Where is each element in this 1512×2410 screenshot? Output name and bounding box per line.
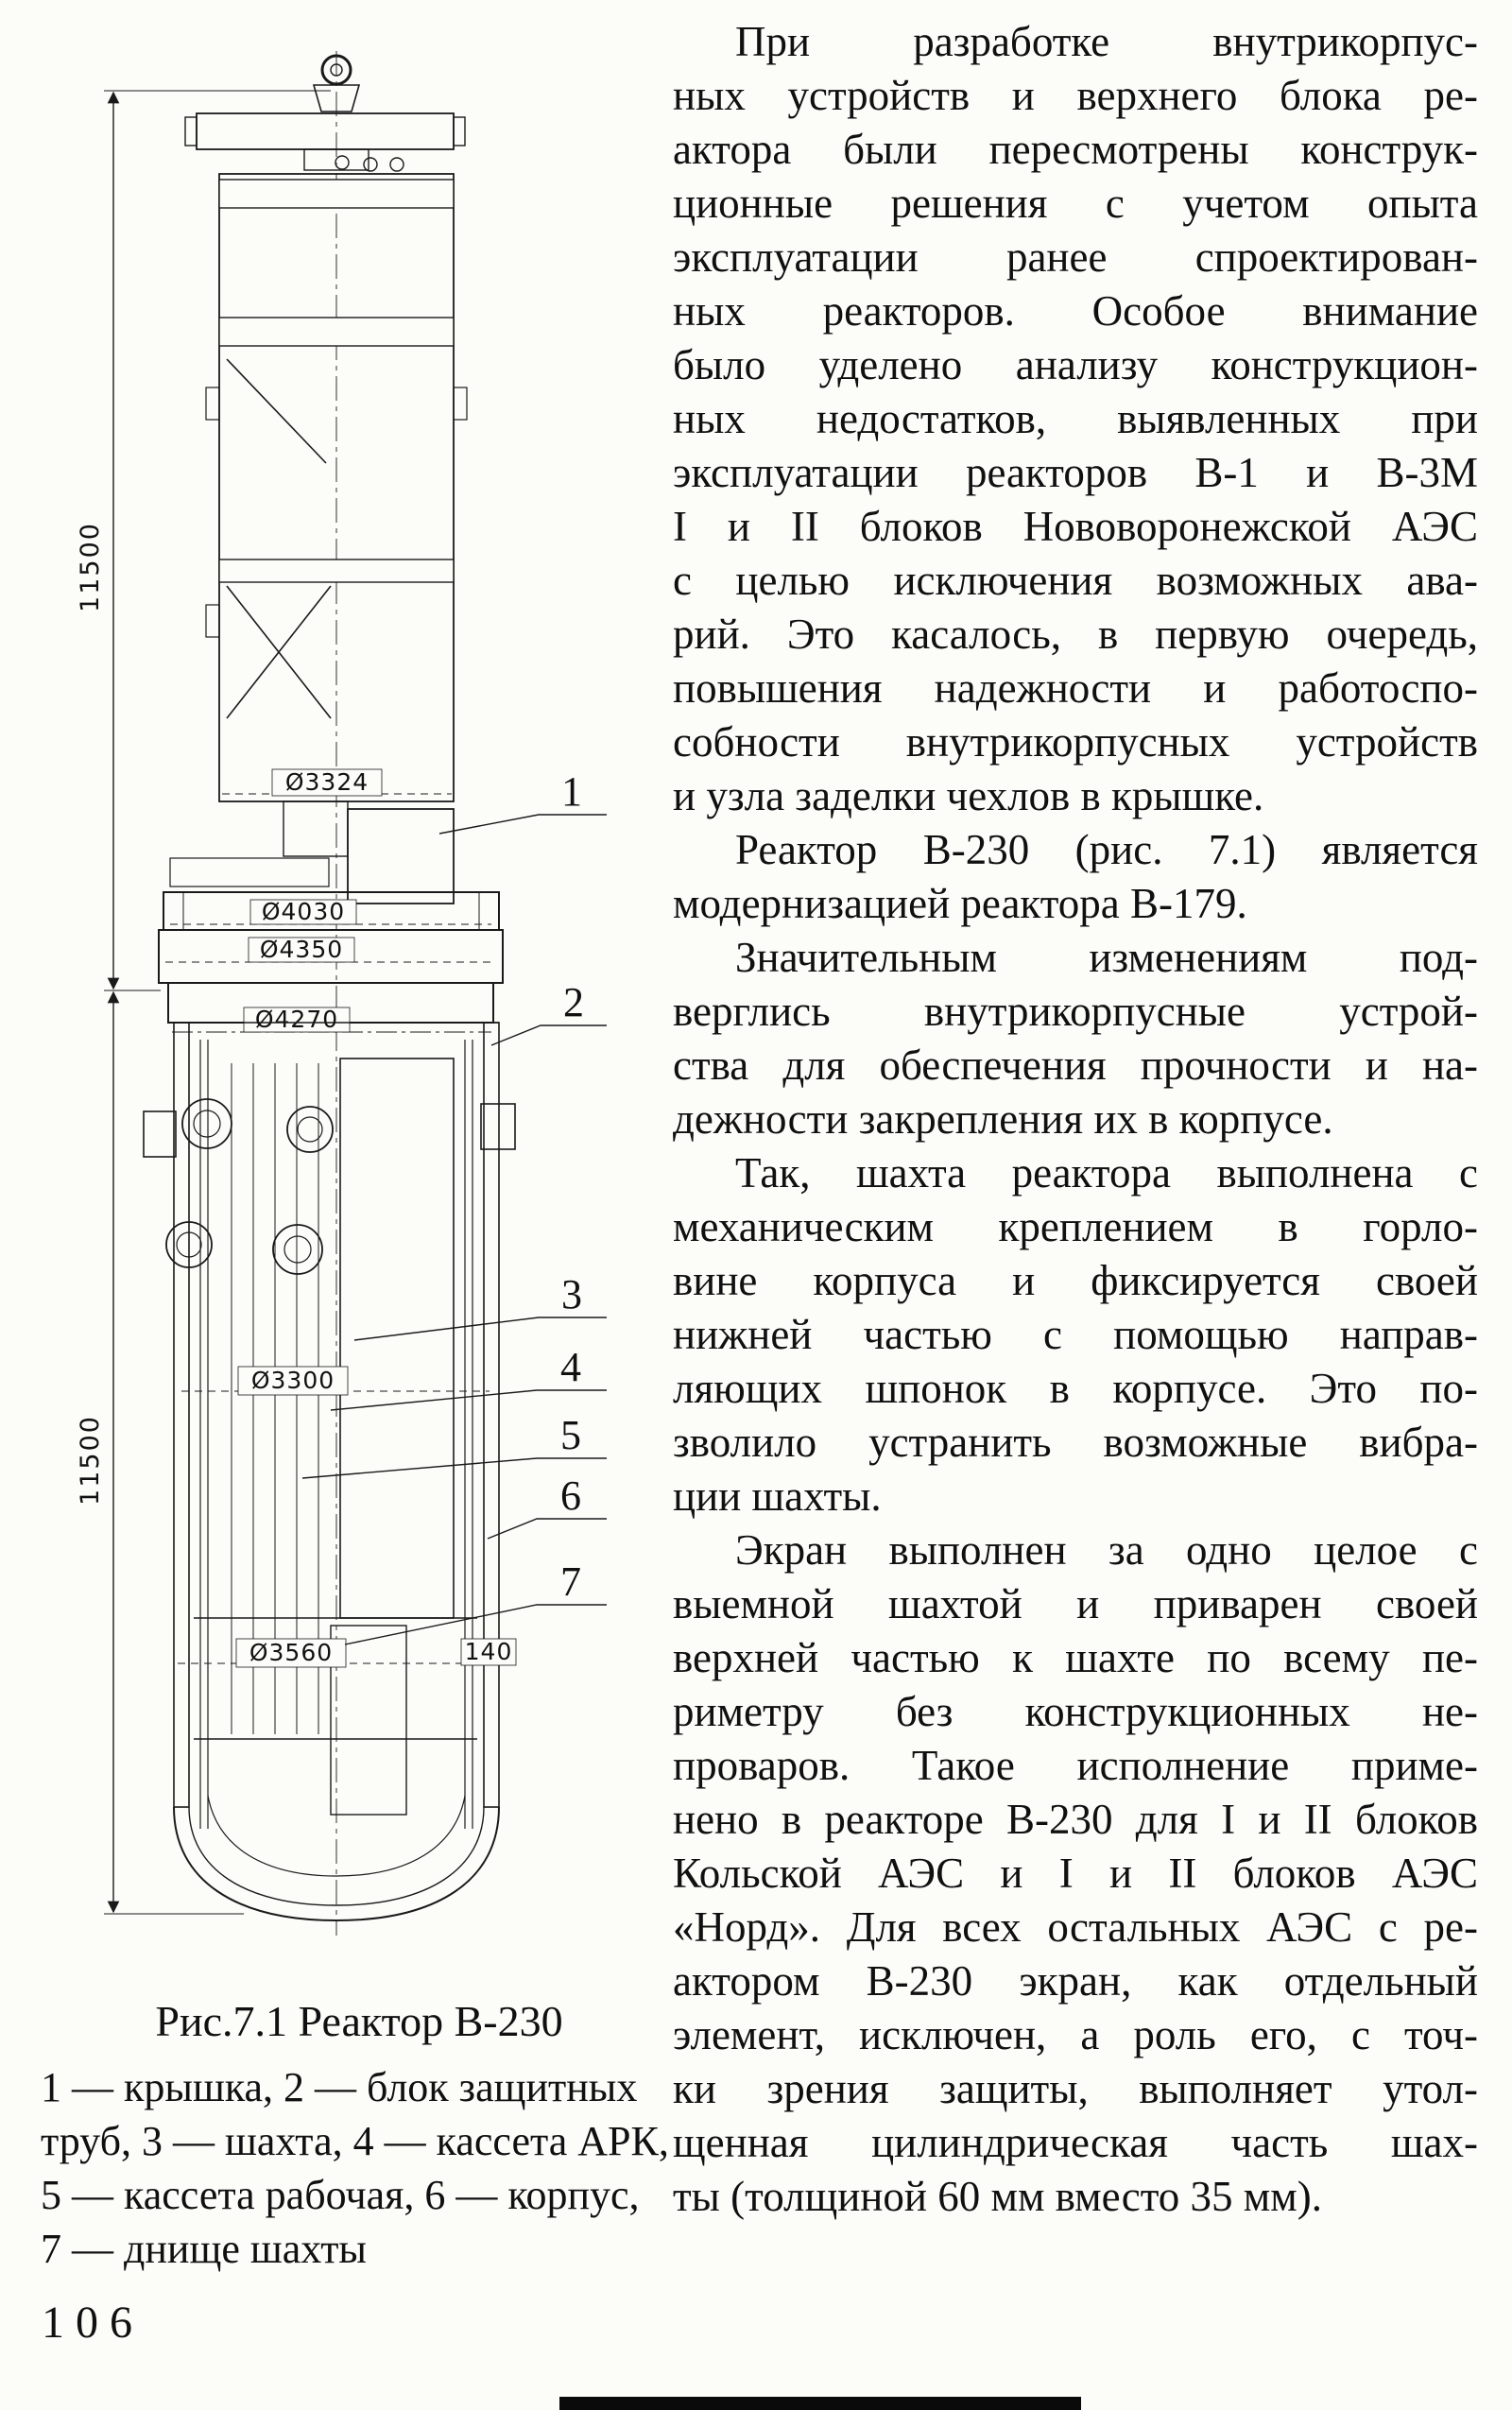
callout-5: 5 — [560, 1412, 581, 1458]
vessel-flange: Ø4030 Ø4350 Ø4270 — [158, 891, 504, 1033]
text-line: собности внутрикорпусных устройств — [673, 718, 1478, 766]
callouts: 1 2 3 4 5 6 7 — [301, 768, 607, 1645]
dim-d3324-group: Ø3324 — [222, 768, 452, 797]
text-line: Кольской АЭС и I и II блоков АЭС — [673, 1850, 1478, 1897]
text-line: вине корпуса и фиксируется своей — [673, 1257, 1478, 1304]
text-line: проваров. Такое исполнение приме- — [673, 1742, 1478, 1789]
reactor-head — [169, 800, 455, 904]
dimension-lines: 11500 11500 — [76, 90, 331, 1915]
text-line: При разработке внутрикорпус- — [735, 18, 1478, 65]
legend-line: труб, 3 — шахта, 4 — кассета АРК, — [41, 2118, 669, 2164]
dim-d3560: Ø3560 — [249, 1639, 333, 1666]
text-line: ляющих шпонок в корпусе. Это по- — [673, 1365, 1478, 1412]
text-line: ных недостатков, выявленных при — [673, 395, 1478, 442]
legend-line: 5 — кассета рабочая, 6 — корпус, — [41, 2172, 640, 2218]
dim-d4030: Ø4030 — [262, 898, 345, 925]
dim-d3300: Ø3300 — [251, 1367, 335, 1394]
text-line: щенная цилиндрическая часть шах- — [673, 2119, 1478, 2166]
text-line: было уделено анализу конструкцион- — [673, 341, 1478, 388]
text-line: выемной шахтой и приварен своей — [673, 1580, 1478, 1627]
text-line: дежности закрепления их в корпусе. — [673, 1095, 1333, 1143]
text-line: зволило устранить возможные вибра- — [673, 1419, 1478, 1466]
text-line: повышения надежности и работоспо- — [673, 664, 1478, 712]
callout-3: 3 — [561, 1271, 582, 1317]
reactor-vessel — [143, 1022, 516, 1922]
dim-d4270: Ø4270 — [255, 1006, 338, 1033]
reactor-drawing: 11500 11500 — [76, 51, 607, 1936]
text-line: Значительным изменениям под- — [735, 934, 1478, 981]
figure-area: 11500 11500 — [0, 0, 669, 2410]
text-line: верхней частью к шахте по всему пе- — [673, 1634, 1478, 1681]
text-line: ки зрения защиты, выполняет утол- — [673, 2065, 1478, 2112]
callout-6: 6 — [560, 1472, 581, 1519]
text-line: актора были пересмотрены конструк- — [673, 126, 1478, 173]
dim-height-upper: 11500 — [76, 522, 105, 612]
callout-7: 7 — [560, 1558, 581, 1605]
text-line: с целью исключения возможных ава- — [673, 557, 1478, 604]
text-line: ных устройств и верхнего блока ре- — [673, 72, 1478, 119]
dim-d4350: Ø4350 — [260, 936, 343, 963]
text-line: элемент, исключен, а роль его, с точ- — [673, 2011, 1478, 2058]
dim-height-lower: 11500 — [76, 1415, 105, 1506]
text-line: Так, шахта реактора выполнена с — [735, 1149, 1478, 1196]
callout-1: 1 — [561, 768, 582, 815]
text-line: ционные решения с учетом опыта — [673, 180, 1478, 227]
text-line: рий. Это касалось, в первую очередь, — [673, 611, 1478, 658]
dim-d3324: Ø3324 — [285, 768, 369, 796]
text-line: верглись внутрикорпусные устрой- — [673, 988, 1478, 1035]
page-number: 106 — [42, 2298, 144, 2348]
callout-4: 4 — [560, 1344, 581, 1390]
text-line: Экран выполнен за одно целое с — [735, 1526, 1478, 1574]
text-line: актором В-230 экран, как отдельный — [673, 1957, 1478, 2005]
lifting-hook — [184, 54, 466, 172]
text-line: ства для обеспечения прочности и на- — [673, 1041, 1478, 1089]
scan-artifact — [559, 2397, 1081, 2410]
text-line: риметру без конструкционных не- — [673, 1688, 1478, 1735]
text-line: ты (толщиной 60 мм вместо 35 мм). — [673, 2173, 1322, 2220]
lower-dimensions: Ø3300 Ø3560 140 — [178, 1366, 517, 1668]
legend-line: 1 — крышка, 2 — блок защитных — [41, 2064, 638, 2110]
text-line: ции шахты. — [673, 1472, 882, 1520]
text-line: Реактор В-230 (рис. 7.1) является — [735, 826, 1478, 873]
text-line: нижней частью с помощью направ- — [673, 1311, 1478, 1358]
text-line: механическим креплением в горло- — [673, 1203, 1478, 1250]
article-column: При разработке внутрикорпус-ных устройст… — [673, 15, 1478, 2224]
figure-caption: Рис.7.1 Реактор В-230 — [155, 1997, 563, 2045]
text-line: модернизацией реактора В-179. — [673, 880, 1247, 927]
text-line: ных реакторов. Особое внимание — [673, 287, 1478, 335]
figure-legend: 1 — крышка, 2 — блок защитных труб, 3 — … — [41, 2060, 669, 2276]
dim-140: 140 — [465, 1638, 513, 1665]
legend-line: 7 — днище шахты — [41, 2226, 367, 2272]
text-line: эксплуатации реакторов В-1 и В-3М — [673, 449, 1478, 496]
text-line: эксплуатации ранее спроектирован- — [673, 233, 1478, 281]
text-line: «Норд». Для всех остальных АЭС с ре- — [673, 1903, 1478, 1951]
text-line: нено в реакторе В-230 для I и II блоков — [673, 1796, 1478, 1843]
text-line: I и II блоков Нововоронежской АЭС — [673, 503, 1478, 550]
text-line: и узла заделки чехлов в крышке. — [673, 772, 1264, 819]
callout-2: 2 — [563, 979, 584, 1025]
